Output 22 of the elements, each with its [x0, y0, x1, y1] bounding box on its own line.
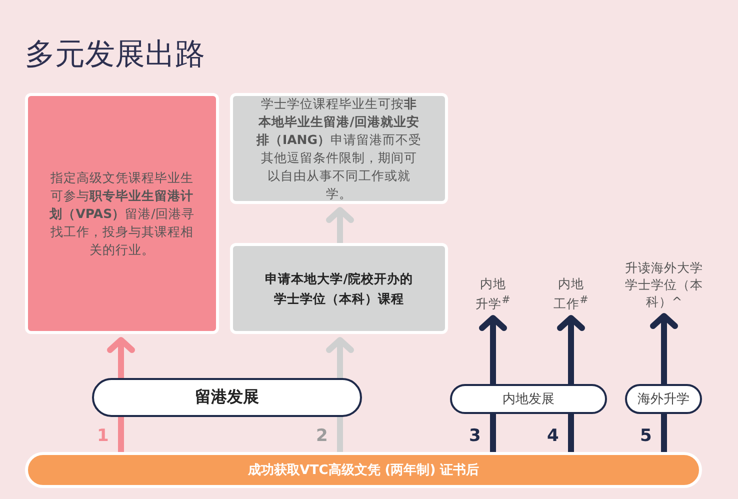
info-box: 指定高级文凭课程毕业生可参与职专毕业生留港计划（VPAS）留港/回港寻找工作，投身与其课程相关的行业。 — [25, 93, 219, 334]
pill-label: 留港发展 — [92, 378, 362, 417]
info-box: 学士学位课程毕业生可按非本地毕业生留港/回港就业安排（IANG）申请留港而不受其他逗留条件限制，期间可以自由从事不同工作或就学。 — [230, 93, 448, 204]
step-number: 1 — [97, 426, 109, 446]
arrow — [326, 207, 354, 243]
destination-text: 内地工作$^{#}$ — [552, 276, 590, 312]
step-number: 2 — [316, 426, 328, 446]
pill-label: 内地发展 — [450, 384, 607, 414]
destination-text: 升读海外大学学士学位（本科）^ — [625, 258, 703, 310]
step-number: 5 — [640, 426, 652, 446]
destination-text: 内地升学$^{#}$ — [474, 276, 512, 312]
info-box: 申请本地大学/院校开办的学士学位（本科）课程 — [230, 243, 448, 334]
step-number: 3 — [469, 426, 481, 446]
step-number: 4 — [547, 426, 559, 446]
arrow — [650, 313, 678, 384]
arrow — [479, 315, 507, 384]
arrow — [326, 337, 354, 378]
arrow — [107, 337, 135, 378]
arrow — [557, 315, 585, 384]
pill-label: 海外升学 — [625, 384, 702, 414]
banner: 成功获取VTC高级文凭 (两年制) 证书后 — [25, 452, 702, 488]
title: 多元发展出路 — [25, 36, 205, 74]
